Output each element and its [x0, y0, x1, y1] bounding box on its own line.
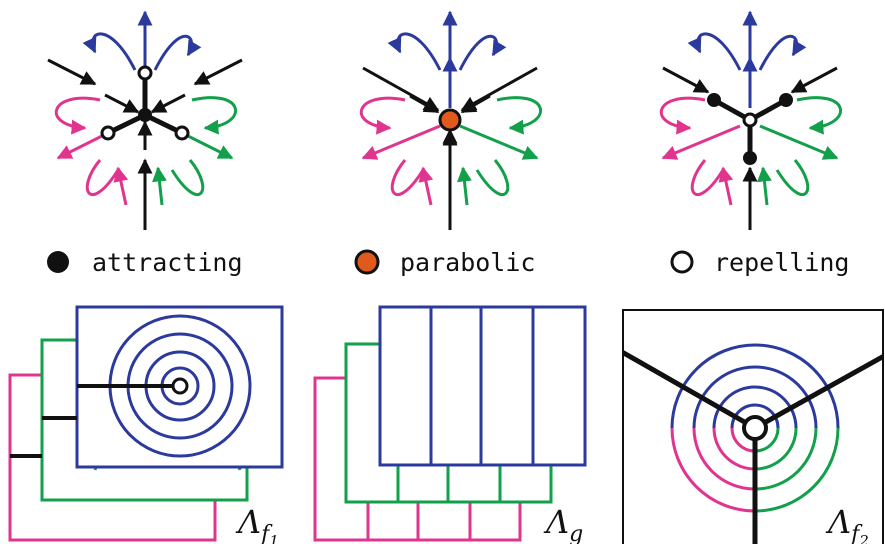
parabolic-flow-diagram: [359, 10, 542, 230]
attracting-fixed-point: [138, 108, 152, 122]
lambda-g-label: Λg: [543, 503, 583, 544]
parabolic-legend-marker: [354, 249, 380, 275]
lambda-f2-panel: Λf2: [622, 309, 884, 544]
green-petal-bottom: [170, 159, 205, 196]
blue-petal-left: [82, 32, 137, 71]
magenta-petal-top: [54, 96, 101, 135]
black-in-arrow-nw: [47, 58, 97, 86]
repelling-point: [174, 125, 190, 141]
green-petal-top: [191, 96, 237, 135]
lambda-f1-label: Λf1: [235, 503, 279, 544]
repelling-point: [137, 65, 153, 81]
repelling-point: [100, 125, 116, 141]
repelling-point: [171, 377, 189, 395]
magenta-in-arrow: [113, 166, 129, 206]
attracting-legend-marker: [47, 251, 69, 273]
attracting-point: [743, 151, 757, 165]
blue-petal-right: [153, 34, 202, 71]
magenta-petal-bottom: [85, 159, 120, 196]
attracting-flow-diagram: [47, 10, 243, 230]
legend: attracting parabolic repelling: [47, 248, 849, 277]
lambda-f1-panel: Λf1: [8, 305, 284, 544]
repelling-flow-diagram: [659, 10, 842, 230]
parabolic-legend-label: parabolic: [400, 248, 535, 277]
repelling-legend-label: repelling: [714, 248, 849, 277]
green-out-arrow: [181, 131, 234, 160]
attracting-point: [707, 93, 721, 107]
attracting-legend-label: attracting: [92, 248, 243, 277]
parabolic-fixed-point: [438, 108, 462, 132]
black-in-arrow-ne: [193, 58, 243, 86]
repelling-fixed-point: [742, 415, 768, 441]
green-in-arrow: [151, 166, 167, 206]
attracting-point: [779, 93, 793, 107]
magenta-out-arrow: [56, 131, 109, 160]
repelling-legend-marker: [670, 250, 694, 274]
lambda-g-panel: Λg: [313, 305, 587, 544]
repelling-fixed-point: [742, 112, 758, 128]
